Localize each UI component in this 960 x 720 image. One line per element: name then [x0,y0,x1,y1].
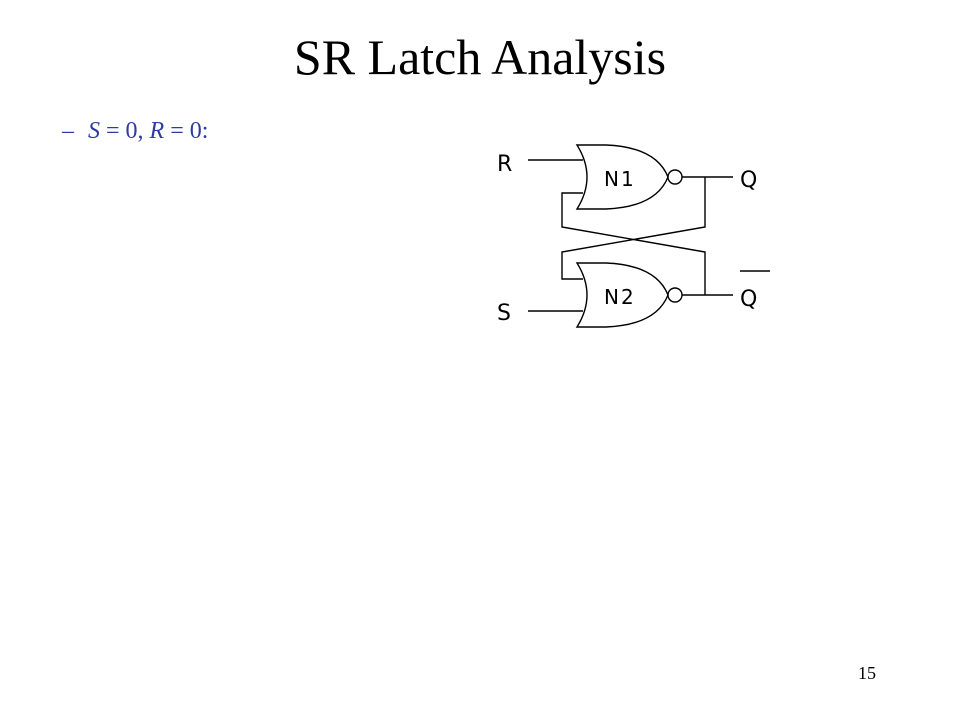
bullet-item: –S = 0, R = 0: [62,118,208,145]
s-equals: = 0, [100,118,150,144]
label-output-q: Q [740,168,757,193]
wire-feedback-qbar-to-n1 [561,192,706,295]
label-gate-n1: N1 [604,167,636,191]
wire-feedback-q-to-n2 [561,177,706,280]
nor-bubble-n1 [667,169,683,185]
page-number: 15 [858,663,876,683]
label-input-r: R [497,152,512,177]
slide-title: SR Latch Analysis [293,29,667,85]
r-equals: = 0: [164,118,209,144]
nor-bubble-n2 [667,287,683,303]
bullet-dash: – [62,118,74,144]
r-variable: R [149,118,165,144]
label-output-q-bar: Q [740,287,757,312]
label-input-s: S [497,301,511,326]
label-gate-n2: N2 [604,285,636,309]
nor-gate-n1 [575,144,669,210]
s-variable: S [88,118,100,144]
nor-gate-n2 [575,262,669,328]
